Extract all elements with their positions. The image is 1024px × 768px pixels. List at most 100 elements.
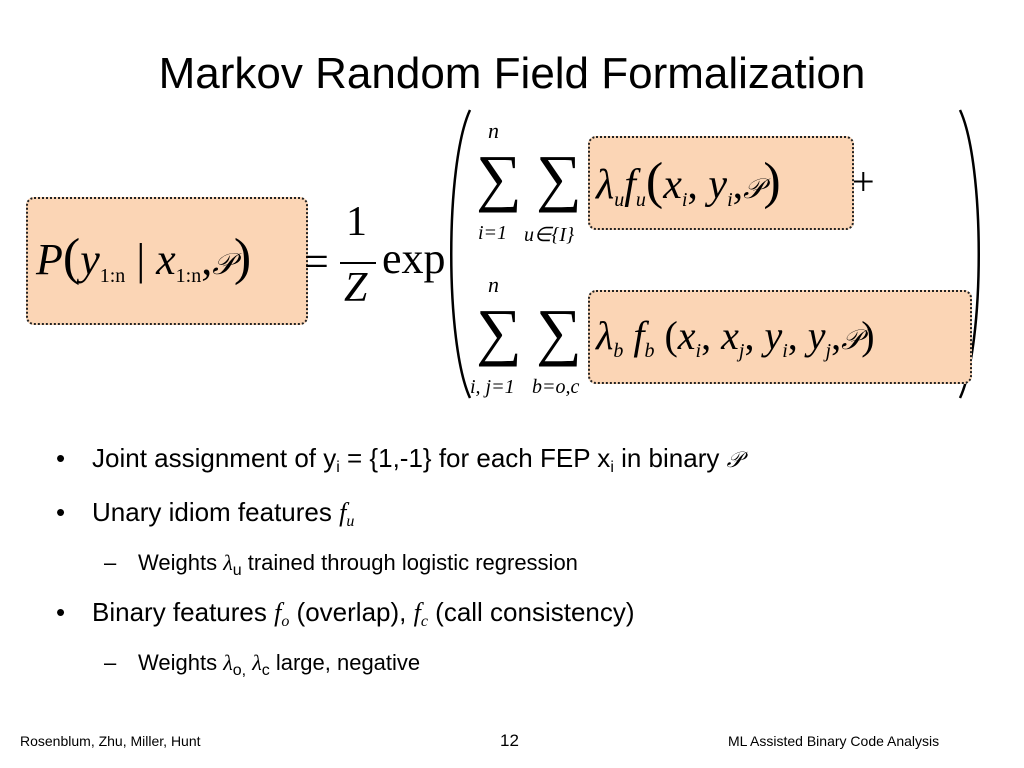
binary-comma-1: , bbox=[701, 313, 712, 358]
right-paren: ) bbox=[233, 229, 252, 286]
sum4-sigma: ∑ bbox=[536, 296, 582, 367]
unary-comma-2: , bbox=[732, 162, 744, 208]
binary-y-j: y bbox=[807, 313, 826, 358]
binary-y-i: y bbox=[764, 313, 783, 358]
y-i: y bbox=[708, 162, 728, 208]
slide-title: Markov Random Field Formalization bbox=[158, 49, 866, 98]
y-subscript: 1:n bbox=[99, 265, 126, 287]
lambda-u-subscript: u bbox=[614, 189, 625, 211]
bullet-text: Binary features bbox=[92, 597, 275, 627]
bullet-text: large, negative bbox=[269, 650, 421, 675]
fraction-denominator: Z bbox=[344, 265, 368, 311]
y-symbol: y bbox=[80, 235, 100, 284]
x-i-subscript: i bbox=[681, 189, 688, 211]
probability-expression: P(y1:n | x1:n,𝒫) bbox=[36, 228, 251, 306]
bullet-text: = {1,-1} for each FEP x bbox=[339, 443, 611, 473]
binary-x-i-subscript: i bbox=[695, 340, 702, 362]
p-symbol: P bbox=[36, 235, 63, 284]
sum3-upper: n bbox=[488, 272, 499, 297]
unary-script-p: 𝒫 bbox=[743, 174, 764, 205]
bullet-text: trained through logistic regression bbox=[241, 550, 578, 575]
sum1-sigma: ∑ bbox=[476, 142, 522, 213]
binary-x-i: x bbox=[677, 313, 696, 358]
unary-term: λufu(xi, yi,𝒫) bbox=[596, 152, 781, 230]
footer-talk-title: ML Assisted Binary Code Analysis bbox=[728, 733, 940, 749]
sum4-lower: b=o,c bbox=[532, 376, 580, 398]
lambda-b: λ bbox=[596, 313, 614, 358]
bullet-text: (call consistency) bbox=[427, 597, 635, 627]
sum1-lower: i=1 bbox=[478, 222, 508, 244]
bullet-joint-assignment: •Joint assignment of yi = {1,-1} for eac… bbox=[56, 443, 743, 476]
binary-x-j: x bbox=[721, 313, 739, 358]
f-b-subscript: b bbox=[644, 340, 655, 362]
given-bar: | bbox=[136, 235, 146, 284]
bullet-binary-features: •Binary features fo (overlap), fc (call … bbox=[56, 597, 635, 630]
f-u: f bbox=[624, 162, 636, 208]
unary-left-paren: ( bbox=[645, 153, 664, 210]
left-paren: ( bbox=[62, 229, 81, 286]
sum3-lower: i, j=1 bbox=[470, 376, 515, 398]
bullet-lambda: λ bbox=[252, 650, 262, 675]
bullet-subscript: o, bbox=[232, 662, 247, 679]
bullet-subscript: i bbox=[336, 459, 340, 476]
x-symbol: x bbox=[156, 235, 176, 284]
y-i-subscript: i bbox=[727, 189, 733, 211]
bullet-f-subscript: u bbox=[346, 513, 355, 530]
binary-script-p: 𝒫 bbox=[841, 325, 862, 356]
bullet-text: Joint assignment of y bbox=[92, 443, 337, 473]
bullet-subscript: c bbox=[261, 662, 270, 679]
bullet-text: (overlap), bbox=[289, 597, 414, 627]
bullet-unary-features: •Unary idiom features fu bbox=[56, 497, 355, 530]
bullet-text: Weights bbox=[138, 550, 224, 575]
bullet-subscript: i bbox=[610, 459, 614, 476]
unary-comma-1: , bbox=[687, 162, 698, 208]
sum3-sigma: ∑ bbox=[476, 296, 522, 367]
bullet-text: Unary idiom features bbox=[92, 497, 340, 527]
bullet-text: Weights bbox=[138, 650, 224, 675]
bullet-f-subscript: c bbox=[420, 613, 428, 630]
bullet-list: •Joint assignment of yi = {1,-1} for eac… bbox=[56, 436, 742, 690]
fraction-numerator: 1 bbox=[346, 199, 367, 245]
comma: , bbox=[201, 235, 213, 284]
equals-sign: = bbox=[304, 237, 329, 286]
lambda-u: λ bbox=[596, 162, 615, 208]
binary-comma-4: , bbox=[831, 313, 842, 358]
binary-y-j-subscript: j bbox=[825, 340, 832, 362]
binary-term-box bbox=[588, 290, 972, 384]
bullet-lambda: λ bbox=[223, 650, 233, 675]
fraction-bar bbox=[340, 262, 376, 264]
sum2-sigma: ∑ bbox=[536, 142, 582, 213]
footer-authors: Rosenblum, Zhu, Miller, Hunt bbox=[20, 733, 201, 749]
f-b: f bbox=[633, 313, 645, 358]
bullet-f-symbol: f bbox=[413, 598, 421, 627]
bullet-lambda: λ bbox=[223, 550, 233, 575]
binary-term: λb fb (xi, xj, yi, yj,𝒫) bbox=[596, 308, 875, 379]
bullet-text: in binary bbox=[613, 443, 727, 473]
probability-box bbox=[26, 197, 308, 325]
f-u-subscript: u bbox=[635, 189, 646, 211]
binary-comma-3: , bbox=[787, 313, 798, 358]
binary-comma-2: , bbox=[744, 313, 755, 358]
bullet-subscript: u bbox=[232, 562, 242, 579]
sum2-lower: u∈{I} bbox=[524, 224, 575, 246]
x-i: x bbox=[663, 162, 682, 208]
lambda-b-subscript: b bbox=[613, 340, 624, 362]
subbullet-weights-oc: –Weights λo, λc large, negative bbox=[104, 650, 421, 679]
footer-page-number: 12 bbox=[500, 731, 519, 750]
bullet-f-symbol: f bbox=[274, 598, 282, 627]
bullet-script-p: 𝒫 bbox=[726, 447, 743, 472]
binary-y-i-subscript: i bbox=[782, 340, 788, 362]
bullet-f-symbol: f bbox=[339, 498, 347, 527]
binary-x-j-subscript: j bbox=[738, 340, 745, 362]
binary-right-paren: ) bbox=[861, 313, 875, 358]
subbullet-weights-u: –Weights λu trained through logistic reg… bbox=[104, 550, 578, 579]
binary-left-paren: ( bbox=[664, 313, 678, 358]
sum1-upper: n bbox=[488, 118, 499, 143]
bullet-f-subscript: o bbox=[281, 613, 290, 630]
exp-function: exp bbox=[382, 234, 446, 283]
script-p-symbol: 𝒫 bbox=[212, 248, 234, 281]
plus-sign: + bbox=[852, 159, 875, 204]
x-subscript: 1:n bbox=[175, 265, 202, 287]
unary-term-box bbox=[588, 136, 854, 230]
